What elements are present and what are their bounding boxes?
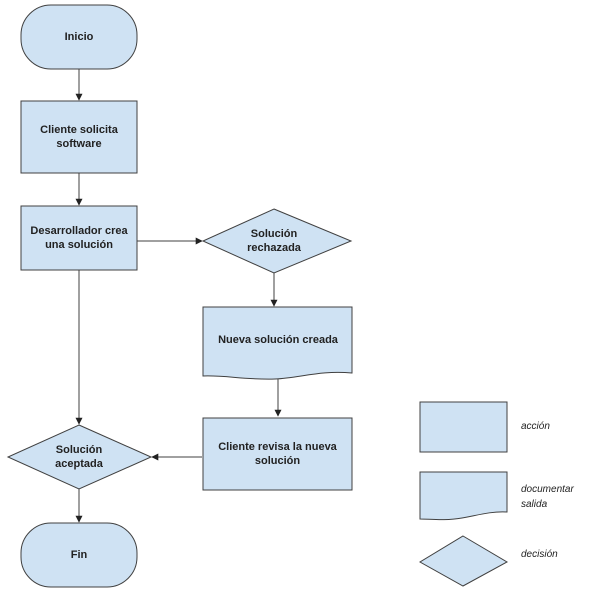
node-fin-label: Fin [70, 549, 88, 561]
node-cliente-solicita-shape[interactable] [20, 100, 138, 174]
node-fin-shape[interactable] [20, 522, 138, 588]
legend-document-label: documentar salida [521, 484, 574, 510]
node-inicio-shape[interactable] [20, 4, 138, 70]
legend-decision-label: decisión [521, 549, 558, 560]
node-inicio-label: Inicio [64, 31, 94, 43]
node-rechazada-shape[interactable] [201, 208, 353, 274]
node-aceptada-label: Solución aceptada [55, 444, 103, 470]
legend-decision-shape [419, 535, 509, 587]
node-aceptada-shape[interactable] [6, 424, 153, 490]
node-nueva-solucion-shape[interactable] [202, 306, 353, 380]
legend-document-shape [419, 471, 508, 521]
legend-action-label: acción [521, 421, 550, 432]
legend-action-shape [419, 401, 508, 453]
node-nueva-solucion-label: Nueva solución creada [218, 334, 338, 346]
node-cliente-solicita-label: Cliente solicita software [40, 124, 118, 150]
node-cliente-revisa-label: Cliente revisa la nueva solución [218, 441, 337, 467]
node-desarrollador-label: Desarrollador crea una solución [30, 225, 128, 251]
node-desarrollador-shape[interactable] [20, 205, 138, 271]
node-cliente-revisa-shape[interactable] [202, 417, 353, 491]
node-rechazada-label: Solución rechazada [247, 228, 301, 254]
